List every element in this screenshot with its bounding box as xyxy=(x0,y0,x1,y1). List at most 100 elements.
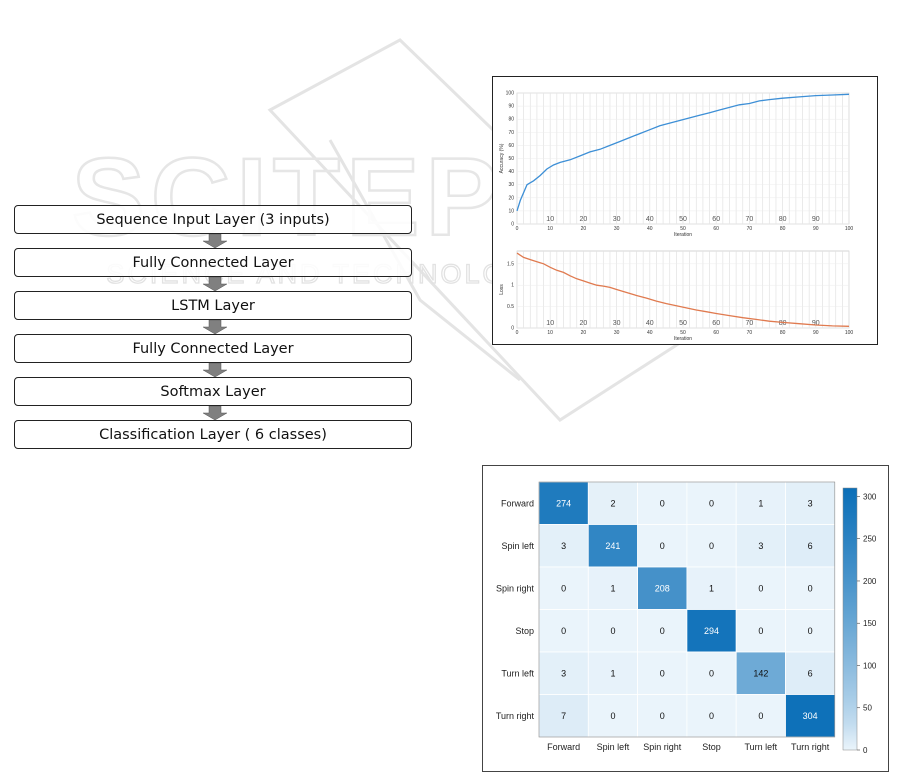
layer-label: Fully Connected Layer xyxy=(132,340,294,357)
matrix-cell-value: 0 xyxy=(660,498,665,508)
loss-x-axis-label: Iteration xyxy=(674,336,692,342)
matrix-row-label: Spin left xyxy=(501,541,534,551)
loss-overlay-tick-label: 10 xyxy=(546,320,554,327)
loss-y-tick-label: 1.5 xyxy=(507,261,514,267)
matrix-cell xyxy=(538,566,589,610)
matrix-cell xyxy=(637,609,688,653)
accuracy-overlay-tick-label: 80 xyxy=(779,216,787,223)
matrix-cell xyxy=(686,524,737,568)
layer-label: Sequence Input Layer (3 inputs) xyxy=(96,211,330,228)
matrix-cell-value: 0 xyxy=(709,541,714,551)
matrix-cell-value: 0 xyxy=(808,626,813,636)
loss-x-tick-label: 50 xyxy=(680,330,686,336)
layer-label: LSTM Layer xyxy=(171,297,255,314)
matrix-cell-value: 7 xyxy=(561,711,566,721)
matrix-cell-value: 6 xyxy=(808,541,813,551)
loss-x-tick-label: 40 xyxy=(647,330,653,336)
accuracy-y-tick-label: 60 xyxy=(508,143,514,149)
down-arrow-icon xyxy=(203,277,227,291)
colorbar xyxy=(842,487,858,751)
matrix-cell-value: 0 xyxy=(758,626,763,636)
accuracy-overlay-tick-label: 20 xyxy=(580,216,588,223)
training-progress-chart: 0 10 20 30 40 50 60 70 80 90 100 0 10 20 30 40 50 60 70 80 9… xyxy=(492,76,878,345)
matrix-cell xyxy=(538,651,589,695)
matrix-cell xyxy=(587,524,639,568)
fully-connected-layer-box: Fully Connected Layer xyxy=(14,248,412,277)
loss-y-tick-label: 1 xyxy=(511,283,514,289)
accuracy-x-tick-label: 10 xyxy=(547,226,553,232)
matrix-cell-value: 142 xyxy=(753,668,768,678)
matrix-cell-value: 3 xyxy=(561,668,566,678)
matrix-cell-value: 0 xyxy=(660,668,665,678)
loss-x-tick-label: 80 xyxy=(780,330,786,336)
lstm-layer-box: LSTM Layer xyxy=(14,291,412,320)
loss-x-tick-label: 100 xyxy=(845,330,854,336)
layer-label: Softmax Layer xyxy=(160,383,266,400)
matrix-cell-value: 0 xyxy=(758,711,763,721)
matrix-column-label: Spin right xyxy=(643,742,682,752)
matrix-column-label: Stop xyxy=(702,742,721,752)
loss-overlay-tick-label: 60 xyxy=(712,320,720,327)
matrix-cell-value: 274 xyxy=(556,498,571,508)
matrix-cell-value: 3 xyxy=(758,541,763,551)
matrix-cell xyxy=(587,566,639,610)
matrix-cell-value: 0 xyxy=(561,583,566,593)
loss-x-tick-label: 30 xyxy=(614,330,620,336)
colorbar-tick-label: 50 xyxy=(863,704,872,713)
matrix-cell-value: 1 xyxy=(610,583,615,593)
accuracy-overlay-tick-label: 70 xyxy=(746,216,754,223)
accuracy-y-tick-label: 70 xyxy=(508,130,514,136)
loss-overlay-tick-label: 50 xyxy=(679,320,687,327)
matrix-cell-value: 208 xyxy=(655,583,670,593)
colorbar-tick-label: 100 xyxy=(863,661,877,670)
matrix-row-label: Turn right xyxy=(496,711,535,721)
matrix-cell-value: 0 xyxy=(709,668,714,678)
loss-overlay-tick-label: 90 xyxy=(812,320,820,327)
matrix-column-label: Forward xyxy=(547,742,580,752)
softmax-layer-box: Softmax Layer xyxy=(14,377,412,406)
matrix-cell-value: 0 xyxy=(660,626,665,636)
accuracy-x-tick-label: 100 xyxy=(845,226,854,232)
accuracy-overlay-tick-label: 60 xyxy=(712,216,720,223)
loss-y-tick-label: 0 xyxy=(511,326,514,332)
matrix-cell xyxy=(735,694,786,738)
matrix-cell xyxy=(785,524,836,568)
accuracy-series-line xyxy=(516,93,850,212)
accuracy-y-tick-label: 0 xyxy=(511,222,514,228)
sequence-input-layer-box: Sequence Input Layer (3 inputs) xyxy=(14,205,412,234)
loss-x-tick-label: 90 xyxy=(813,330,819,336)
accuracy-x-tick-label: 70 xyxy=(747,226,753,232)
loss-x-tick-label: 60 xyxy=(713,330,719,336)
accuracy-overlay-tick-label: 10 xyxy=(546,216,554,223)
matrix-column-label: Spin left xyxy=(597,742,630,752)
matrix-cell xyxy=(785,694,836,738)
accuracy-y-tick-label: 100 xyxy=(506,91,515,97)
matrix-row-label: Turn left xyxy=(501,668,534,678)
down-arrow-icon xyxy=(203,363,227,377)
matrix-cell xyxy=(637,481,688,525)
accuracy-overlay-tick-label: 90 xyxy=(812,216,820,223)
matrix-cell xyxy=(686,694,737,738)
matrix-cell-value: 0 xyxy=(808,583,813,593)
accuracy-x-tick-label: 30 xyxy=(614,226,620,232)
loss-y-tick-label: 0.5 xyxy=(507,304,514,310)
accuracy-x-tick-label: 50 xyxy=(680,226,686,232)
accuracy-y-tick-label: 40 xyxy=(508,169,514,175)
matrix-cell-value: 0 xyxy=(610,711,615,721)
matrix-cell-value: 3 xyxy=(561,541,566,551)
layer-label: Fully Connected Layer xyxy=(132,254,294,271)
matrix-cell-value: 1 xyxy=(610,668,615,678)
matrix-cell xyxy=(637,694,688,738)
matrix-cell-value: 0 xyxy=(561,626,566,636)
down-arrow-icon xyxy=(203,234,227,248)
classification-layer-box: Classification Layer ( 6 classes) xyxy=(14,420,412,449)
accuracy-x-tick-label: 60 xyxy=(713,226,719,232)
accuracy-y-tick-label: 80 xyxy=(508,117,514,123)
matrix-cell-value: 1 xyxy=(709,583,714,593)
matrix-cell xyxy=(587,694,639,738)
accuracy-x-tick-label: 20 xyxy=(581,226,587,232)
loss-y-axis-label: Loss xyxy=(499,284,505,295)
loss-overlay-tick-label: 30 xyxy=(613,320,621,327)
colorbar-tick-label: 300 xyxy=(863,492,877,501)
